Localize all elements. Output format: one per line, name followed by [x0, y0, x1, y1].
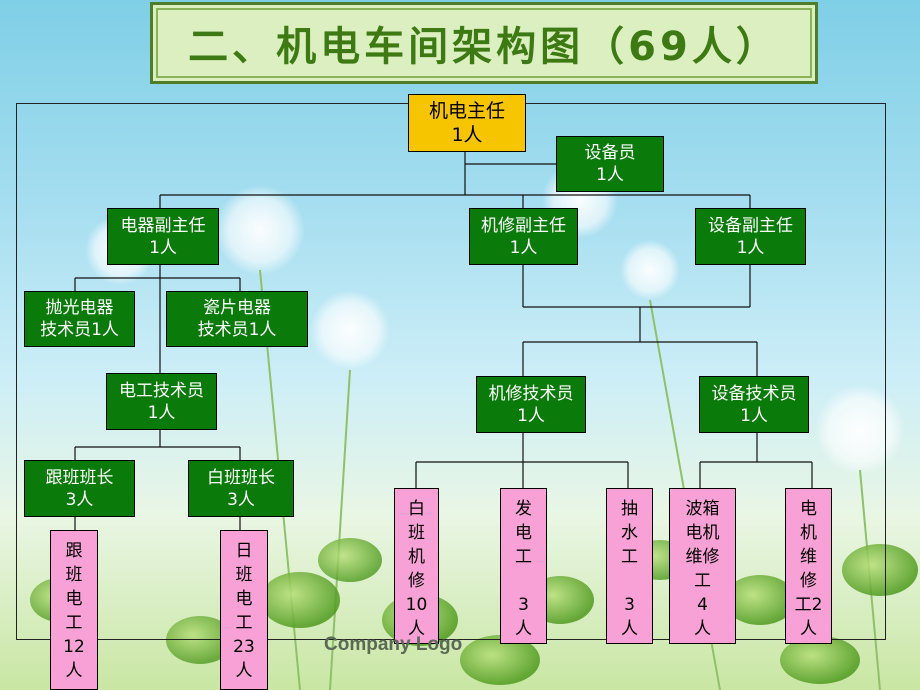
vert-char: 电	[65, 589, 83, 609]
node-pump: 抽 水 工 3 人	[606, 488, 653, 644]
vert-char: 电机	[685, 523, 720, 543]
vert-char: 发	[515, 499, 532, 519]
vert-char: 人	[408, 619, 425, 639]
node-tile-tech: 瓷片电器 技术员1人	[166, 291, 308, 347]
vert-char: 白	[408, 499, 425, 519]
vert-char: 修	[408, 571, 425, 591]
node-day-mech: 白 班 机 修 10 人	[394, 488, 439, 644]
vert-char: 3	[518, 595, 529, 615]
title-frame: 二、机电车间架构图（69人）	[150, 2, 818, 84]
node-label: 机电主任	[428, 100, 505, 122]
vert-char: 工	[621, 547, 638, 567]
node-director: 机电主任 1人	[408, 94, 526, 152]
node-label: 设备技术员	[711, 383, 797, 404]
vert-char: 波箱	[685, 499, 720, 519]
vert-char: 班	[65, 565, 83, 585]
node-label: 机修技术员	[488, 383, 574, 404]
vert-char: 3	[624, 595, 635, 615]
node-count: 1人	[596, 165, 624, 185]
vert-char: 维修	[685, 547, 720, 567]
vert-char: 机	[800, 523, 817, 543]
node-count: 1人	[149, 237, 177, 258]
vert-char: 23	[233, 637, 255, 657]
vert-char: 人	[235, 661, 253, 681]
node-count: 1人	[451, 124, 483, 146]
node-label: 设备副主任	[708, 215, 793, 236]
node-shift-electricians: 跟 班 电 工 12 人	[50, 530, 98, 690]
node-mech-deputy: 机修副主任 1人	[469, 208, 578, 265]
vert-char	[627, 569, 632, 593]
page-title: 二、机电车间架构图（69人）	[188, 24, 780, 70]
vert-char: 电	[800, 499, 817, 519]
node-count: 1人	[736, 237, 765, 258]
vert-char: 电	[235, 589, 253, 609]
vert-char: 日	[235, 541, 253, 561]
vert-char	[521, 569, 526, 593]
node-count: 技术员1人	[197, 320, 277, 340]
node-motor-repair: 电 机 维 修 工2 人	[785, 488, 832, 644]
vert-char: 修	[800, 571, 817, 591]
node-count: 技术员1人	[40, 320, 119, 340]
node-count: 1人	[740, 405, 768, 426]
vert-char: 抽	[621, 499, 638, 519]
node-label: 白班班长	[207, 467, 275, 488]
node-label: 机修副主任	[481, 215, 566, 236]
vert-char: 12	[63, 637, 85, 657]
vert-char: 机	[408, 547, 425, 567]
node-equip-tech: 设备技术员 1人	[699, 376, 809, 433]
node-electrician-tech: 电工技术员 1人	[106, 373, 217, 430]
vert-char: 维	[800, 547, 817, 567]
vert-char: 4	[697, 595, 708, 615]
node-count: 3人	[227, 489, 255, 510]
vert-char: 水	[621, 523, 638, 543]
node-label: 电器副主任	[120, 215, 206, 236]
node-day-electricians: 日 班 电 工 23 人	[220, 530, 268, 690]
vert-char: 工	[515, 547, 532, 567]
vert-char: 班	[408, 523, 425, 543]
node-day-leader: 白班班长 3人	[188, 460, 294, 517]
vert-char: 人	[65, 661, 83, 681]
node-count: 1人	[509, 237, 538, 258]
node-equip-deputy: 设备副主任 1人	[695, 208, 806, 265]
vert-char: 10	[405, 595, 428, 615]
node-equipment-clerk: 设备员 1人	[556, 136, 664, 192]
vert-char: 工	[65, 613, 83, 633]
node-electrical-deputy: 电器副主任 1人	[107, 208, 219, 265]
node-polish-tech: 抛光电器 技术员1人	[24, 291, 135, 347]
node-mech-tech: 机修技术员 1人	[476, 376, 586, 433]
node-label: 瓷片电器	[203, 298, 271, 318]
node-count: 3人	[65, 489, 94, 510]
node-label: 电工技术员	[119, 380, 204, 401]
vert-char: 人	[800, 619, 817, 639]
company-logo: Company Logo	[324, 634, 463, 655]
node-label: 跟班班长	[45, 467, 114, 488]
vert-char: 人	[515, 619, 532, 639]
node-count: 1人	[147, 402, 176, 423]
vert-char: 工2	[794, 595, 823, 615]
vert-char: 工	[694, 571, 711, 591]
node-wave-box: 波箱 电机 维修 工 4 人	[669, 488, 736, 644]
vert-char: 人	[694, 619, 711, 639]
vert-char: 工	[235, 613, 253, 633]
node-shift-leader: 跟班班长 3人	[24, 460, 135, 517]
node-generator: 发 电 工 3 人	[500, 488, 547, 644]
node-count: 1人	[517, 405, 545, 426]
vert-char: 人	[621, 619, 638, 639]
vert-char: 跟	[65, 541, 83, 561]
vert-char: 班	[235, 565, 253, 585]
node-label: 抛光电器	[45, 298, 114, 318]
vert-char: 电	[515, 523, 532, 543]
node-label: 设备员	[584, 143, 636, 163]
